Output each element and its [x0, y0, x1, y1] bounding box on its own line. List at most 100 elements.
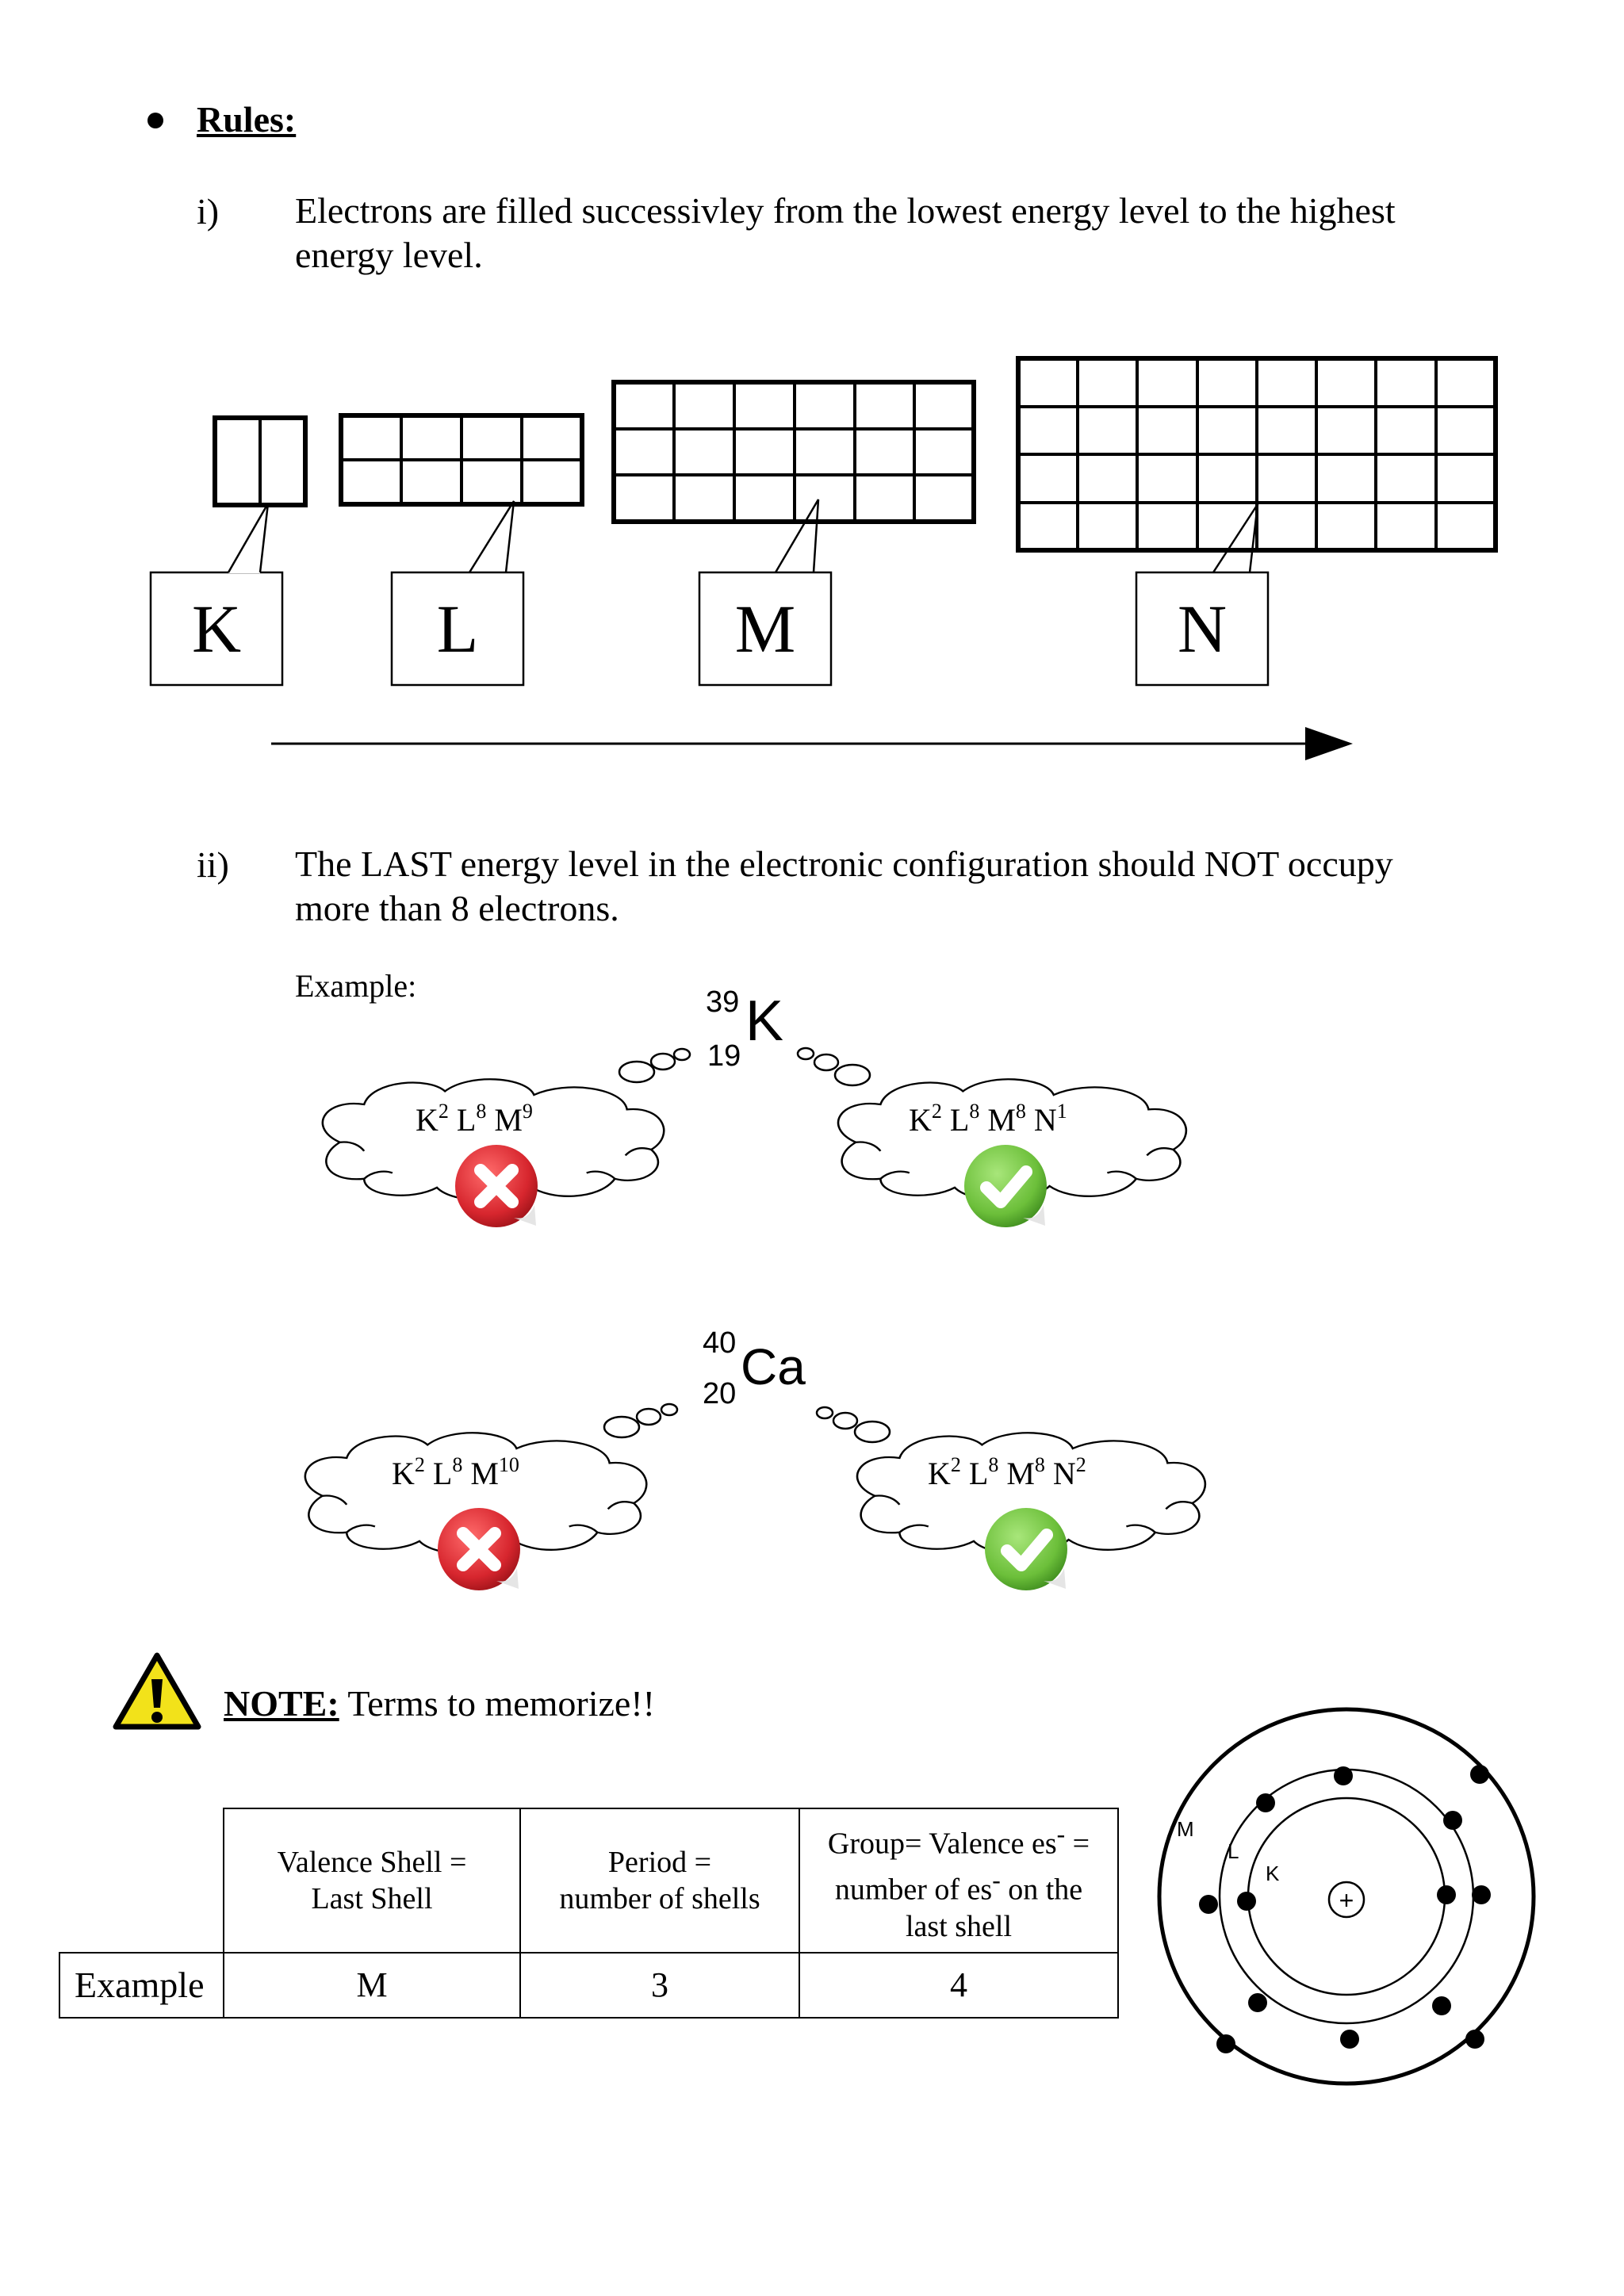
rule-2-line-2: more than 8 electrons. — [295, 888, 619, 928]
thought-bubbles-right-2 — [815, 1406, 891, 1444]
cell-group: 4 — [799, 1952, 1119, 2019]
config-shell: L — [969, 1456, 988, 1491]
electron — [1472, 1885, 1491, 1904]
config-shell: M — [494, 1102, 523, 1138]
element-ca-atomic: 20 — [703, 1377, 736, 1410]
thought-bubbles-right-1 — [796, 1047, 871, 1087]
atom-diagram: + M L K — [1157, 1707, 1536, 2086]
config-shell: K — [416, 1102, 439, 1138]
callout-n: N — [1135, 503, 1270, 687]
atom-label-l: L — [1228, 1839, 1239, 1863]
config-count: 2 — [415, 1453, 425, 1476]
note-line: NOTE: Terms to memorize!! — [224, 1682, 655, 1724]
cloud-k-wrong: K2 L8 M9 — [321, 1078, 665, 1201]
config-shell: L — [433, 1456, 452, 1491]
cell-period: 3 — [519, 1952, 800, 2019]
check-icon — [985, 1508, 1067, 1590]
example-label: Example: — [295, 968, 417, 1004]
config-count: 1 — [1057, 1100, 1067, 1123]
cloud-ca-wrong: K2 L8 M10 — [304, 1432, 648, 1555]
rule-1-line-2: energy level. — [295, 235, 483, 275]
config-shell: L — [950, 1102, 969, 1138]
rule-1-number: i) — [197, 191, 220, 232]
config-shell: L — [457, 1102, 476, 1138]
config-k-right: K2 L8 M8 N1 — [909, 1100, 1067, 1138]
config-count: 2 — [439, 1100, 449, 1123]
table-corner — [59, 1808, 224, 1954]
config-count: 8 — [988, 1453, 998, 1476]
config-shell: K — [928, 1456, 951, 1491]
callout-k: K — [149, 503, 284, 687]
cell-valence-shell: M — [223, 1952, 521, 2019]
rule-1-text: Electrons are filled successivley from t… — [295, 189, 1603, 277]
table-row: Example M 3 4 — [59, 1952, 1119, 2019]
header-text: last shell — [905, 1909, 1013, 1943]
element-ca-mass: 40 — [703, 1326, 736, 1360]
config-count: 2 — [932, 1100, 942, 1123]
shell-label-l: L — [437, 591, 479, 667]
electron — [1334, 1766, 1353, 1785]
shell-n-grid — [1016, 356, 1498, 553]
config-count: 10 — [499, 1453, 519, 1476]
wrong-icon — [438, 1508, 520, 1590]
config-ca-right: K2 L8 M8 N2 — [928, 1453, 1086, 1491]
terms-table: Valence Shell = Last Shell Period = numb… — [59, 1808, 1119, 2019]
config-count: 2 — [1076, 1453, 1086, 1476]
config-count: 8 — [969, 1100, 979, 1123]
header-text-part: on the — [1000, 1873, 1083, 1907]
header-period: Period = number of shells — [519, 1808, 800, 1954]
row-label: Example — [59, 1952, 224, 2019]
rule-2-line-1: The LAST energy level in the electronic … — [295, 844, 1393, 884]
thought-bubbles-left-2 — [603, 1402, 679, 1439]
rule-1-line-1: Electrons are filled successivley from t… — [295, 190, 1396, 231]
rule-2-text: The LAST energy level in the electronic … — [295, 842, 1603, 931]
header-group: Group= Valence es- = number of es- on th… — [799, 1808, 1119, 1954]
electron — [1432, 1996, 1451, 2015]
config-count: 8 — [476, 1100, 486, 1123]
config-shell: M — [1006, 1456, 1035, 1491]
shell-label-n: N — [1178, 591, 1227, 667]
config-ca-wrong: K2 L8 M10 — [392, 1453, 519, 1491]
config-count: 8 — [1035, 1453, 1045, 1476]
header-sup: - — [992, 1866, 1001, 1894]
config-count: 9 — [523, 1100, 533, 1123]
electron — [1216, 2034, 1235, 2053]
warning-icon — [113, 1652, 201, 1730]
shell-k-grid — [213, 415, 308, 507]
header-text: number of es- on the — [800, 1862, 1117, 1908]
electron — [1248, 1993, 1267, 2012]
config-k-wrong: K2 L8 M9 — [416, 1100, 533, 1138]
element-ca-symbol: Ca — [741, 1338, 806, 1395]
header-text-part: Group= Valence es — [827, 1827, 1057, 1861]
header-text-part: = — [1065, 1827, 1090, 1861]
config-count: 8 — [1016, 1100, 1026, 1123]
check-icon — [964, 1145, 1047, 1227]
cloud-k-right: K2 L8 M8 N1 — [837, 1077, 1188, 1201]
config-shell: M — [987, 1102, 1016, 1138]
rule-2-number: ii) — [197, 844, 229, 885]
electron — [1443, 1811, 1462, 1830]
nucleus-label: + — [1339, 1886, 1354, 1915]
note-text: Terms to memorize!! — [339, 1683, 655, 1724]
header-text: Last Shell — [311, 1882, 433, 1915]
shell-l-grid — [339, 413, 584, 507]
callout-l: L — [390, 500, 525, 687]
config-count: 2 — [951, 1453, 961, 1476]
config-shell: K — [909, 1102, 932, 1138]
shell-label-k: K — [192, 591, 241, 667]
note-label: NOTE: — [224, 1683, 339, 1724]
header-text: number of shells — [559, 1882, 760, 1915]
bullet — [147, 113, 163, 128]
config-shell: M — [470, 1456, 499, 1491]
table-header-row: Valence Shell = Last Shell Period = numb… — [59, 1808, 1119, 1954]
electron — [1465, 2030, 1484, 2049]
shell-label-m: M — [735, 591, 795, 667]
thought-bubbles-left-1 — [618, 1047, 691, 1084]
callout-m: M — [698, 499, 833, 687]
header-text: Group= Valence es- = — [800, 1816, 1117, 1862]
electron — [1256, 1793, 1275, 1812]
config-shell: K — [392, 1456, 415, 1491]
atom-label-m: M — [1177, 1817, 1194, 1841]
header-valence-shell: Valence Shell = Last Shell — [223, 1808, 521, 1954]
shell-m-grid — [611, 380, 976, 524]
